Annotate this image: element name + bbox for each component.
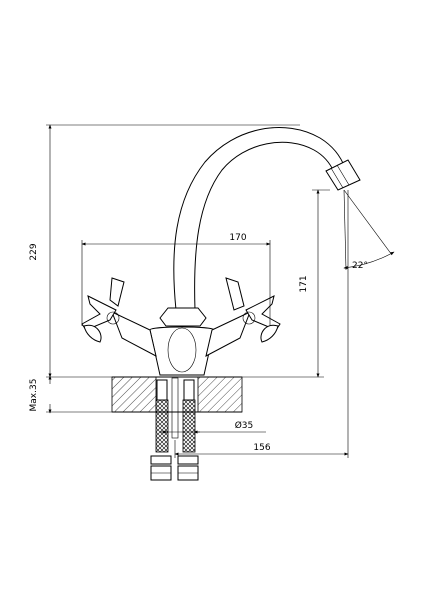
supply-hoses	[150, 377, 199, 481]
extension-lines	[46, 124, 393, 458]
right-handle	[205, 277, 281, 357]
left-handle	[81, 277, 157, 357]
countertop-section	[111, 376, 243, 413]
dim-handle-span: 170	[229, 233, 246, 243]
dim-height-total: 229	[29, 243, 39, 260]
dimension-lines	[48, 124, 395, 456]
spout	[173, 127, 361, 311]
faucet-body	[149, 307, 215, 376]
dim-mount-hole: Ø35	[235, 420, 254, 431]
dim-spout-reach: 156	[253, 443, 270, 453]
dim-counter-thickness: Max.35	[29, 379, 39, 412]
dim-spout-height: 171	[299, 275, 309, 292]
dim-spout-angle: 22°	[352, 261, 368, 271]
